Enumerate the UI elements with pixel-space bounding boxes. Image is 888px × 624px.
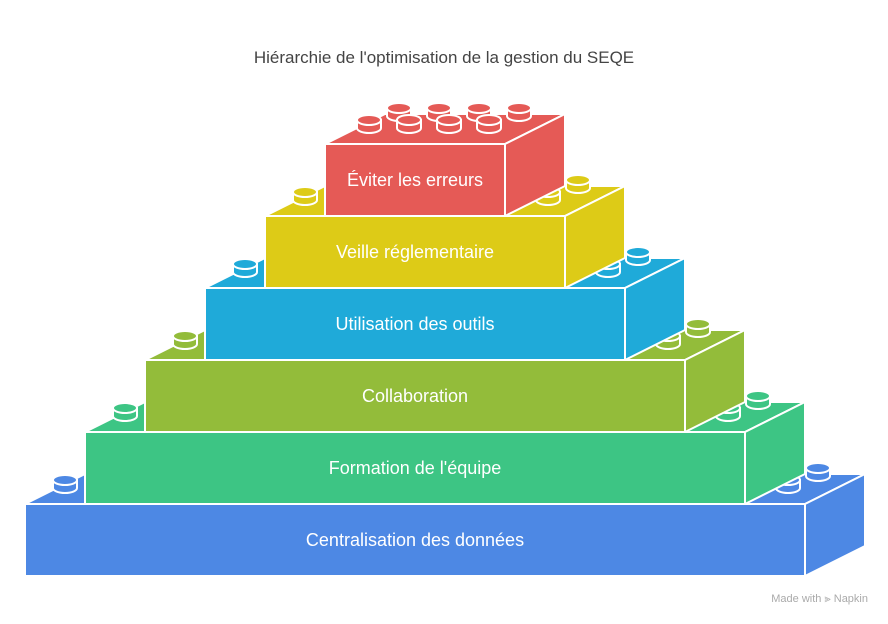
stud-top: [356, 114, 382, 126]
layer-label: Collaboration: [362, 386, 468, 406]
stud-top: [506, 102, 532, 114]
stud-top: [625, 246, 651, 258]
watermark-brand: Napkin: [833, 593, 868, 605]
stud-top: [745, 390, 771, 402]
stud-top: [386, 102, 412, 114]
stud-top: [396, 114, 422, 126]
stud-top: [52, 474, 78, 486]
watermark-prefix: Made with: [771, 593, 822, 605]
stud-top: [426, 102, 452, 114]
brick-front-face: [324, 143, 506, 217]
watermark: Made with ⫸ Napkin: [771, 593, 868, 606]
brick-front-face: [24, 503, 806, 577]
stud-top: [112, 402, 138, 414]
diagram-title: Hiérarchie de l'optimisation de la gesti…: [253, 48, 635, 67]
stud-top: [685, 318, 711, 330]
napkin-logo-icon: ⫸: [824, 593, 831, 605]
brick-front-face: [144, 359, 686, 433]
stud-top: [232, 258, 258, 270]
stud-top: [565, 174, 591, 186]
stud-top: [805, 462, 831, 474]
layer-label: Éviter les erreurs: [347, 170, 483, 190]
layer-label: Veille réglementaire: [336, 242, 494, 262]
stud-top: [436, 114, 462, 126]
brick-layer-6: Éviter les erreurs: [324, 102, 566, 217]
layer-label: Centralisation des données: [306, 530, 524, 550]
brick-front-face: [264, 215, 566, 289]
layer-label: Formation de l'équipe: [329, 458, 502, 478]
brick-front-face: [204, 287, 626, 361]
stud-top: [476, 114, 502, 126]
stud-top: [466, 102, 492, 114]
stud-top: [172, 330, 198, 342]
layer-label: Utilisation des outils: [335, 314, 494, 334]
stud-top: [292, 186, 318, 198]
